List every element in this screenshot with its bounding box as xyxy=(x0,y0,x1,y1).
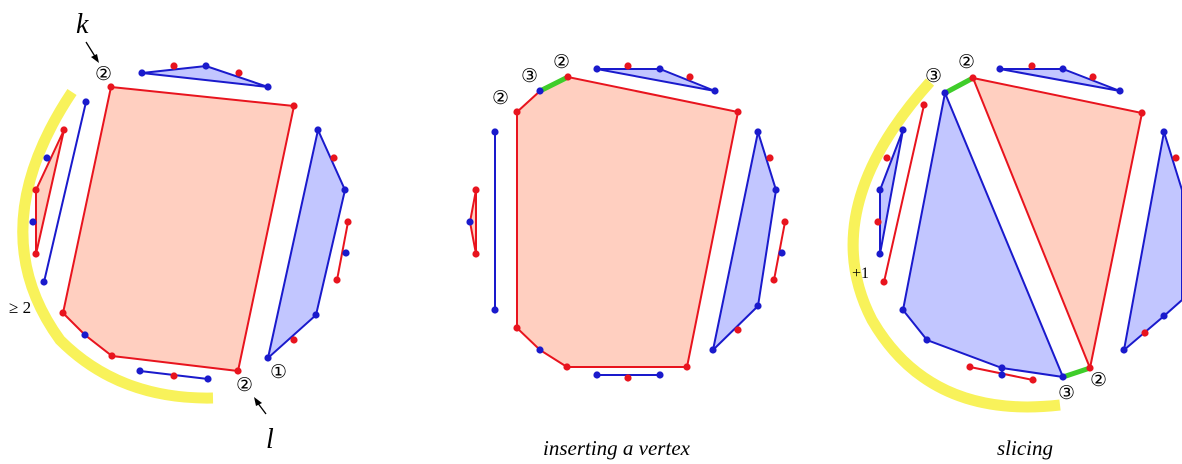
green-edge xyxy=(538,74,570,94)
blue-polygon-right xyxy=(1122,131,1182,353)
mark-bottom-left-three: ③ xyxy=(1058,383,1075,404)
mark-one: ① xyxy=(270,362,287,383)
mark-top-left-three: ③ xyxy=(925,66,942,87)
caption-inserting-vertex: inserting a vertex xyxy=(543,436,691,460)
label-plus-one: +1 xyxy=(852,265,869,282)
green-edge-bottom xyxy=(1062,365,1091,380)
yellow-arc xyxy=(17,88,214,404)
blue-polygon-slice xyxy=(901,89,1065,379)
label-k: k xyxy=(76,9,89,40)
panel-3: ③ ② ③ ② +1 slicing xyxy=(847,52,1182,460)
panel-2: ② ③ ② inserting a vertex xyxy=(466,52,789,460)
label-geq-two: ≥ 2 xyxy=(9,298,31,317)
green-edge-top xyxy=(943,75,975,96)
red-segment-left xyxy=(883,104,925,283)
arrow-l-head xyxy=(254,397,262,406)
mark-top-two: ② xyxy=(95,64,112,85)
red-segment-right xyxy=(336,221,349,281)
red-polygon-large xyxy=(61,85,296,373)
red-polygon-large xyxy=(516,75,740,368)
mark-bottom-right-two: ② xyxy=(1090,370,1107,391)
red-polygon-slice xyxy=(971,76,1144,372)
label-l: l xyxy=(266,424,274,455)
vertex-dots xyxy=(29,62,352,383)
mark-bottom-two: ② xyxy=(236,375,253,396)
vertex-dots xyxy=(874,62,1180,384)
blue-segment-left xyxy=(43,101,87,283)
caption-slicing: slicing xyxy=(997,436,1053,460)
mark-right-two: ② xyxy=(553,52,570,73)
mark-mid-three: ③ xyxy=(521,66,538,87)
panel-1: k l ② ② ① ≥ 2 xyxy=(9,9,352,455)
yellow-arc xyxy=(847,78,1061,413)
mark-left-two: ② xyxy=(492,88,509,109)
mark-top-right-two: ② xyxy=(958,52,975,73)
vertex-dots xyxy=(466,62,789,382)
arrow-k-head xyxy=(91,54,99,63)
